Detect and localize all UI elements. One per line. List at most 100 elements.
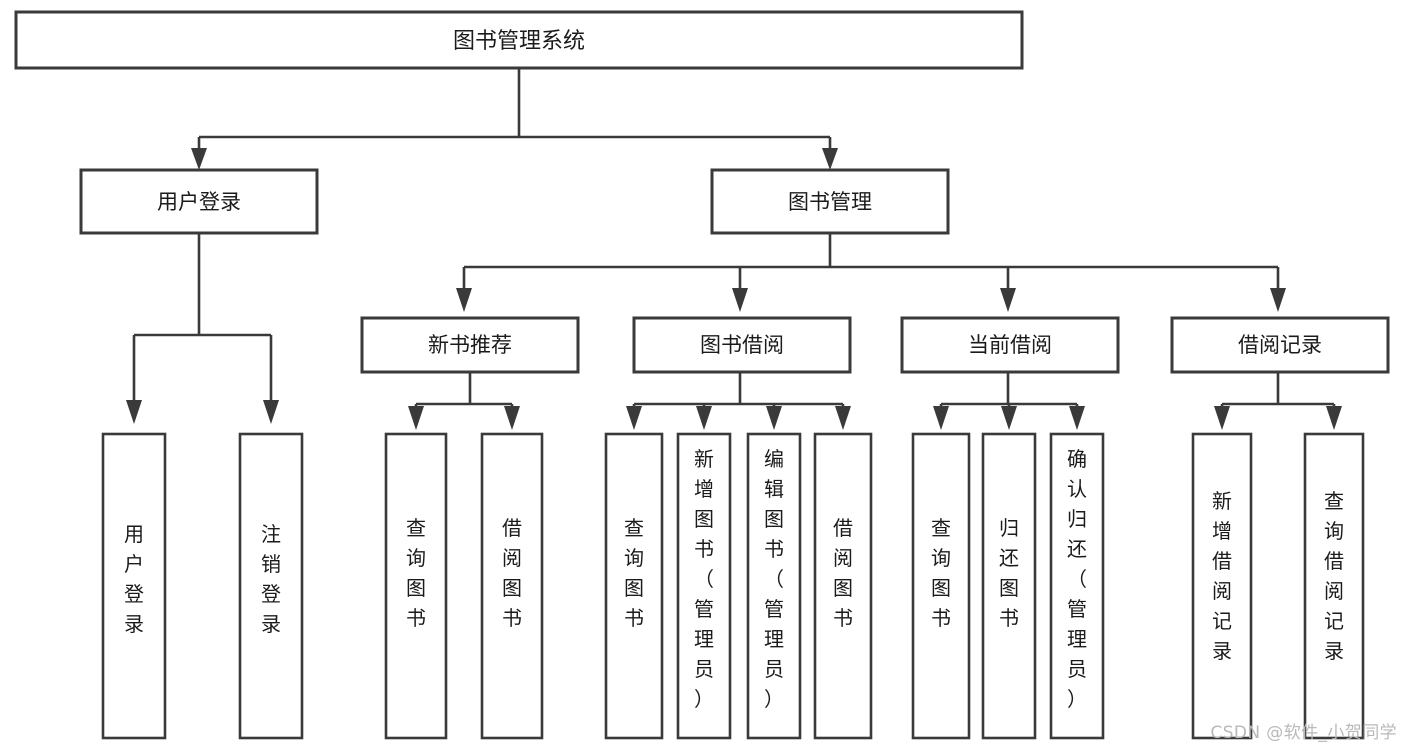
node-root-box[interactable] [14, 10, 1024, 70]
node-leaf-user-login[interactable]: 用户登录 [101, 432, 167, 740]
leaf-label-char: ） [1067, 687, 1087, 711]
node-leaf-logout-box[interactable] [238, 432, 304, 740]
node-records[interactable]: 借阅记录 [1170, 316, 1390, 374]
node-borrow[interactable]: 图书借阅 [632, 316, 852, 374]
leaf-label-char: 增 [694, 477, 714, 501]
node-leaf-user-login-label: 用户登录 [124, 522, 144, 636]
arrow-head-icon [626, 406, 642, 430]
leaf-label-char: 阅 [1212, 579, 1232, 603]
node-leaf-query-book-2-box[interactable] [604, 432, 664, 740]
leaf-label-char: 管 [694, 597, 714, 621]
node-newbook-box[interactable] [360, 316, 580, 374]
node-leaf-add-record-box[interactable] [1191, 432, 1253, 740]
leaf-label-char: （ [1067, 567, 1087, 591]
leaf-label-char: 查 [931, 516, 951, 540]
leaf-label-char: 录 [261, 612, 281, 636]
arrow-head-icon [1069, 406, 1085, 430]
leaf-label-char: 询 [931, 546, 951, 570]
leaf-label-char: 图 [764, 507, 784, 531]
leaf-label-char: 归 [1067, 507, 1087, 531]
leaf-label-char: 询 [1324, 519, 1344, 543]
connector-layer [126, 68, 1342, 430]
leaf-label-char: 确 [1067, 447, 1087, 471]
node-current-box[interactable] [900, 316, 1120, 374]
node-bookmgmt[interactable]: 图书管理 [710, 168, 950, 235]
leaf-label-char: 图 [931, 576, 951, 600]
arrow-head-icon [191, 148, 207, 170]
node-root[interactable]: 图书管理系统 [14, 10, 1024, 70]
node-root-label: 图书管理系统 [453, 29, 585, 54]
node-bookmgmt-box[interactable] [710, 168, 950, 235]
node-leaf-edit-book-box[interactable] [746, 432, 802, 740]
leaf-label-char: ） [764, 687, 784, 711]
leaf-label-char: 编 [764, 447, 784, 471]
arrow-head-icon [408, 406, 424, 430]
leaf-label-char: 书 [406, 606, 426, 630]
node-borrow-box[interactable] [632, 316, 852, 374]
leaf-label-char: 记 [1212, 609, 1232, 633]
node-leaf-query-book-1-box[interactable] [384, 432, 448, 740]
leaf-label-char: 查 [624, 516, 644, 540]
node-leaf-borrow-book-2-box[interactable] [813, 432, 873, 740]
leaf-label-char: 录 [1212, 639, 1232, 663]
leaf-label-char: 借 [833, 516, 853, 540]
leaf-label-char: 书 [999, 606, 1019, 630]
leaf-label-char: 书 [624, 606, 644, 630]
node-newbook[interactable]: 新书推荐 [360, 316, 580, 374]
node-current-label: 当前借阅 [968, 333, 1052, 357]
node-records-box[interactable] [1170, 316, 1390, 374]
arrow-head-icon [456, 288, 472, 312]
leaf-label-char: 员 [694, 657, 714, 681]
leaf-label-char: 辑 [764, 477, 784, 501]
node-leaf-query-book-3-box[interactable] [911, 432, 971, 740]
arrow-head-icon [1326, 406, 1342, 430]
leaf-label-char: 书 [502, 606, 522, 630]
leaf-label-char: 图 [624, 576, 644, 600]
leaf-label-char: 管 [1067, 597, 1087, 621]
node-leaf-add-book-box[interactable] [676, 432, 732, 740]
leaf-label-char: 用 [124, 522, 144, 546]
node-current[interactable]: 当前借阅 [900, 316, 1120, 374]
node-leaf-borrow-book-1-box[interactable] [480, 432, 544, 740]
leaf-label-char: 书 [931, 606, 951, 630]
leaf-label-char: 销 [261, 552, 281, 576]
node-leaf-query-record-box[interactable] [1303, 432, 1365, 740]
node-leaf-user-login-box[interactable] [101, 432, 167, 740]
leaf-label-char: （ [694, 567, 714, 591]
leaf-label-char: 户 [124, 552, 144, 576]
leaf-label-char: 员 [1067, 657, 1087, 681]
arrow-head-icon [1214, 406, 1230, 430]
node-leaf-return-book-box[interactable] [981, 432, 1037, 740]
leaf-label-char: 阅 [502, 546, 522, 570]
node-login-box[interactable] [79, 168, 319, 235]
node-login[interactable]: 用户登录 [79, 168, 319, 235]
leaf-label-char: 还 [1067, 537, 1087, 561]
leaf-label-char: 员 [764, 657, 784, 681]
leaf-label-char: （ [764, 567, 784, 591]
arrow-head-icon [732, 288, 748, 312]
leaf-label-char: 查 [1324, 489, 1344, 513]
node-leaf-confirm-return-box[interactable] [1049, 432, 1105, 740]
leaf-label-char: 询 [406, 546, 426, 570]
